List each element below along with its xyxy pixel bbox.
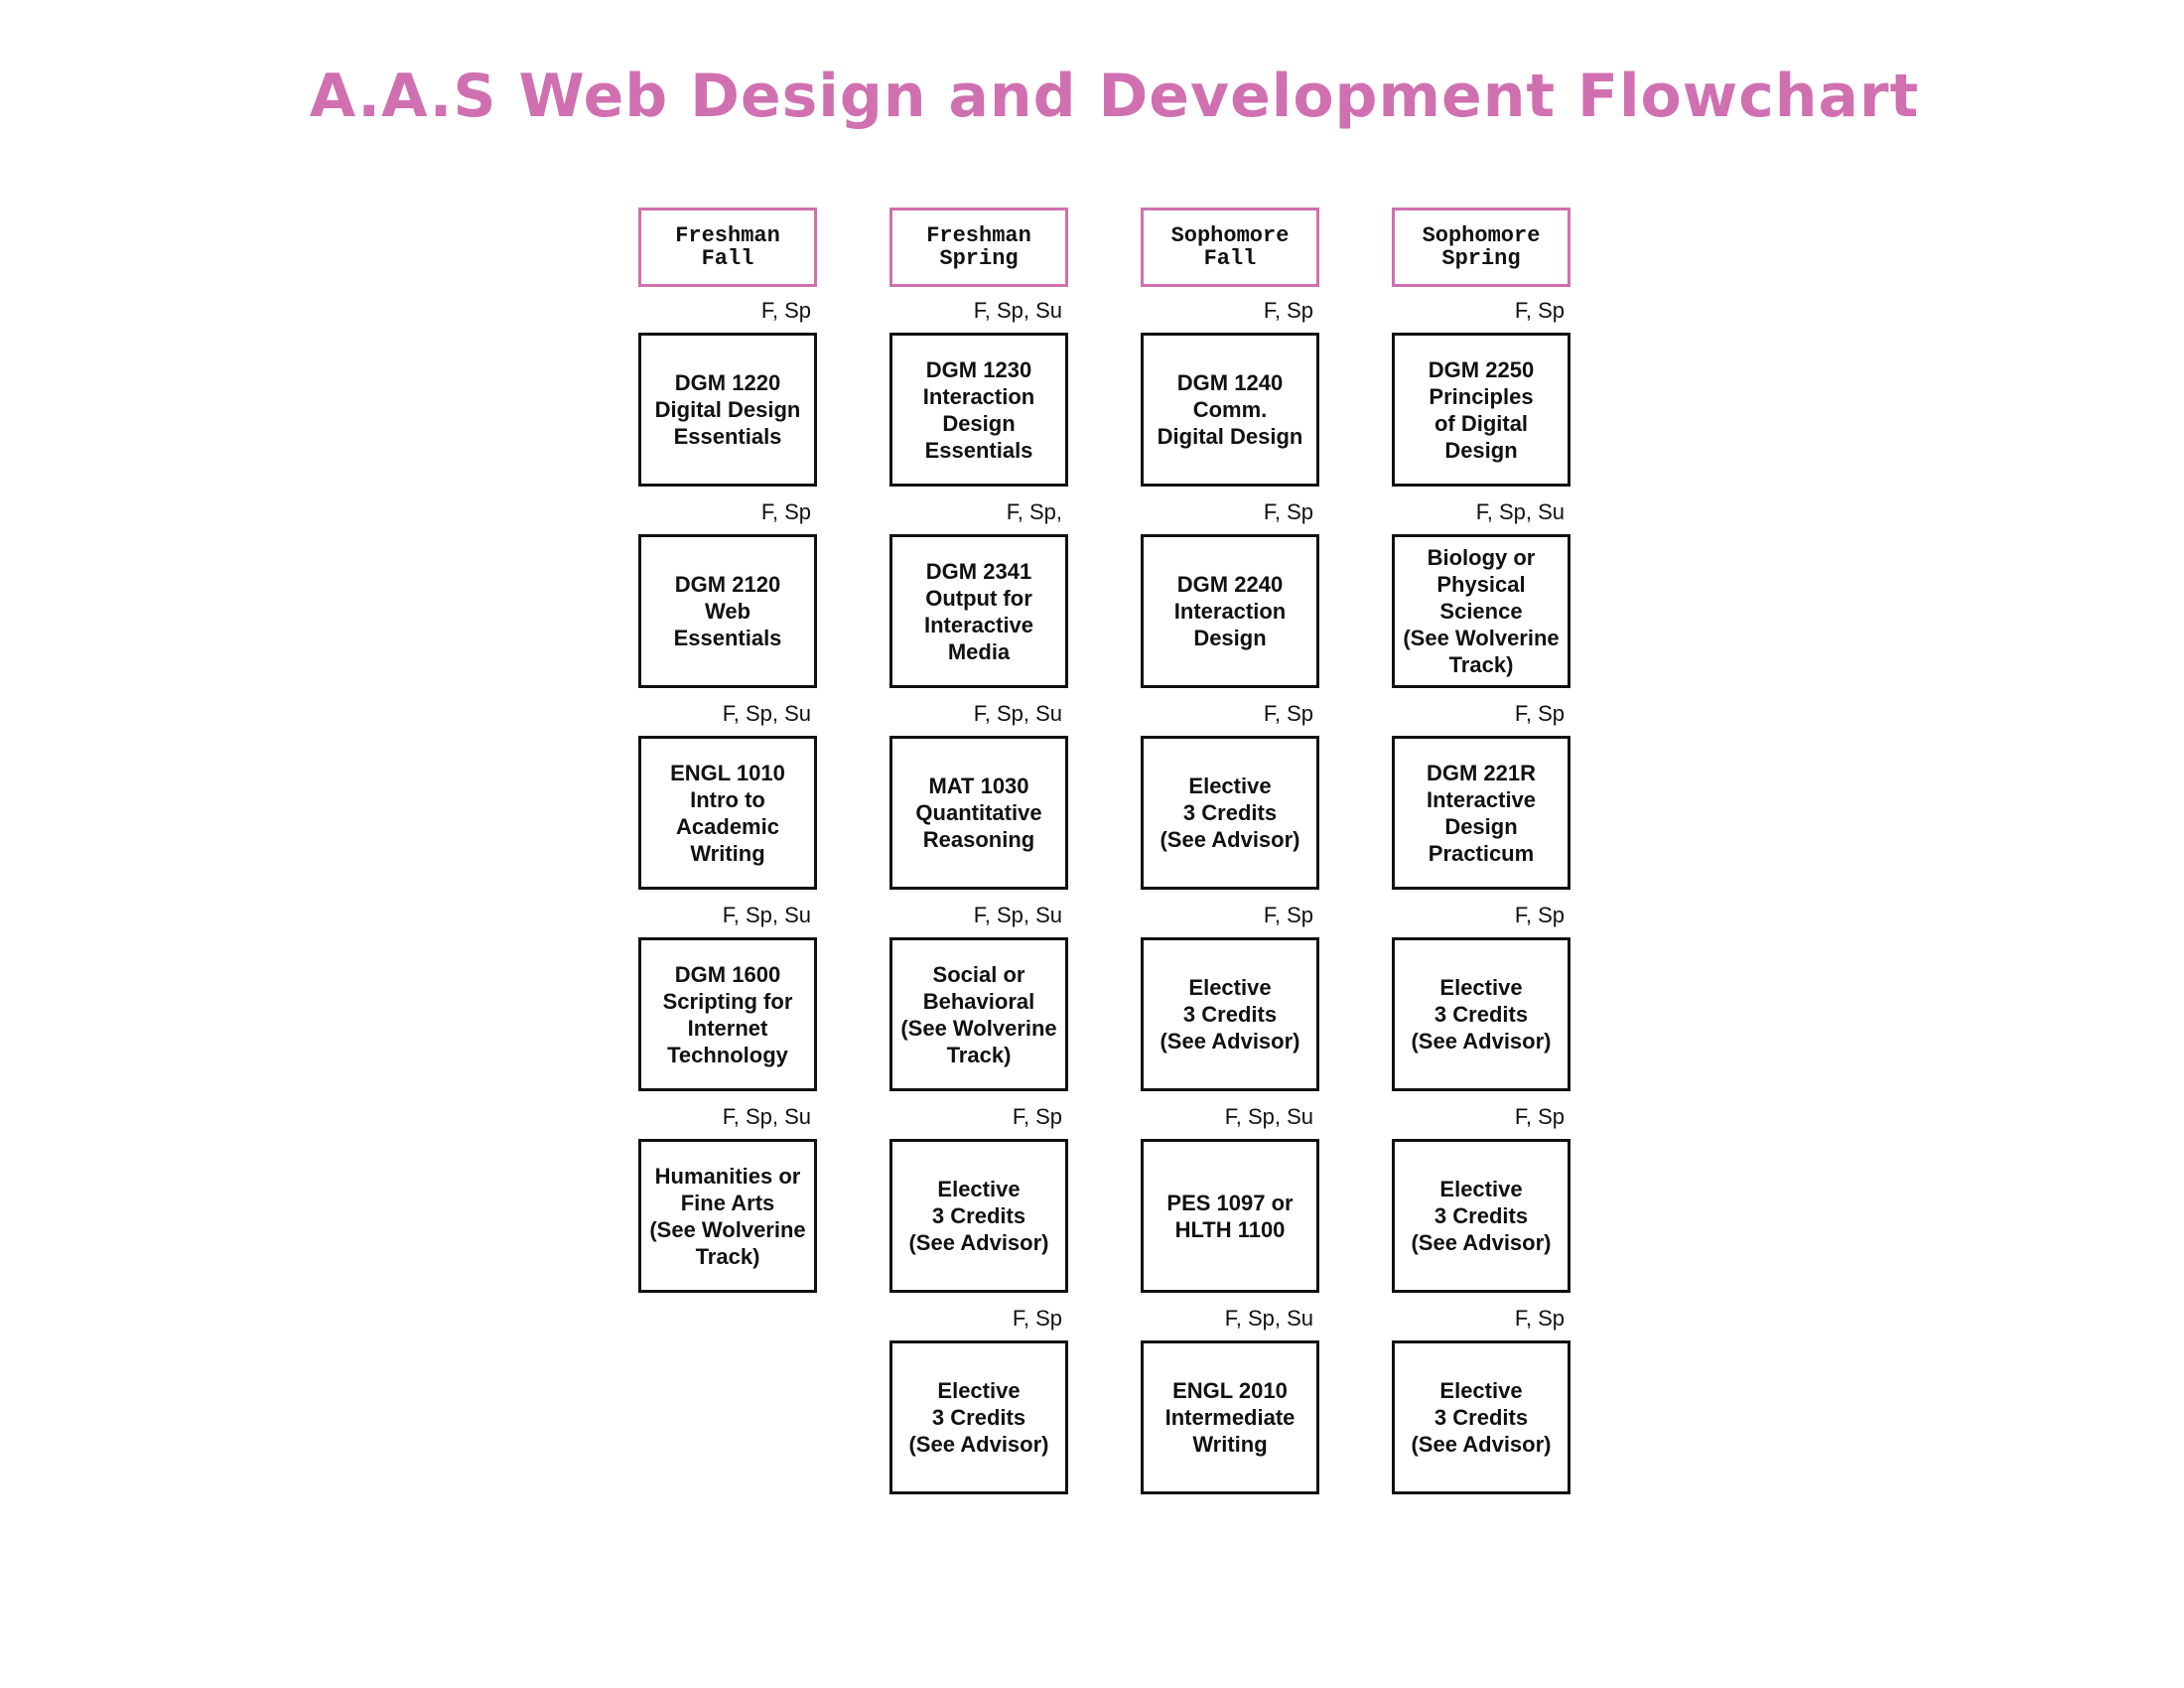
course-box: Elective 3 Credits (See Advisor)	[1392, 1340, 1570, 1494]
terms-offered-label: F, Sp, Su	[722, 903, 811, 927]
course-box: DGM 221R Interactive Design Practicum	[1392, 736, 1570, 890]
terms-offered-label: F, Sp, Su	[973, 903, 1062, 927]
terms-offered-label: F, Sp, Su	[722, 1104, 811, 1129]
course-box: Humanities or Fine Arts (See Wolverine T…	[638, 1139, 817, 1293]
terms-offered-label: F, Sp	[1012, 1306, 1062, 1331]
course-box: Elective 3 Credits (See Advisor)	[889, 1340, 1068, 1494]
terms-offered-label: F, Sp, Su	[1224, 1306, 1313, 1331]
terms-offered-label: F, Sp	[1012, 1104, 1062, 1129]
terms-offered-label: F, Sp	[1263, 298, 1313, 323]
terms-offered-label: F, Sp	[1263, 701, 1313, 726]
terms-offered-label: F, Sp	[1514, 701, 1565, 726]
course-box: DGM 2250 Principles of Digital Design	[1392, 333, 1570, 487]
course-box: PES 1097 or HLTH 1100	[1141, 1139, 1319, 1293]
course-box: DGM 1240 Comm. Digital Design	[1141, 333, 1319, 487]
semester-header: Sophomore Fall	[1141, 208, 1319, 287]
course-box: Elective 3 Credits (See Advisor)	[1392, 937, 1570, 1091]
course-box: Biology or Physical Science (See Wolveri…	[1392, 534, 1570, 688]
terms-offered-label: F, Sp, Su	[973, 298, 1062, 323]
terms-offered-label: F, Sp, Su	[973, 701, 1062, 726]
course-box: Elective 3 Credits (See Advisor)	[1392, 1139, 1570, 1293]
terms-offered-label: F, Sp, Su	[1224, 1104, 1313, 1129]
course-box: Social or Behavioral (See Wolverine Trac…	[889, 937, 1068, 1091]
course-box: Elective 3 Credits (See Advisor)	[889, 1139, 1068, 1293]
terms-offered-label: F, Sp,	[1006, 499, 1062, 524]
terms-offered-label: F, Sp	[760, 499, 811, 524]
terms-offered-label: F, Sp, Su	[1475, 499, 1565, 524]
terms-offered-label: F, Sp	[1263, 903, 1313, 927]
page-title: A.A.S Web Design and Development Flowcha…	[309, 62, 1920, 131]
semester-header: Freshman Fall	[638, 208, 817, 287]
course-box: Elective 3 Credits (See Advisor)	[1141, 937, 1319, 1091]
terms-offered-label: F, Sp	[1514, 903, 1565, 927]
course-box: DGM 2240 Interaction Design	[1141, 534, 1319, 688]
course-box: MAT 1030 Quantitative Reasoning	[889, 736, 1068, 890]
terms-offered-label: F, Sp, Su	[722, 701, 811, 726]
terms-offered-label: F, Sp	[760, 298, 811, 323]
semester-header: Freshman Spring	[889, 208, 1068, 287]
course-box: DGM 1230 Interaction Design Essentials	[889, 333, 1068, 487]
terms-offered-label: F, Sp	[1263, 499, 1313, 524]
course-box: DGM 2341 Output for Interactive Media	[889, 534, 1068, 688]
course-box: Elective 3 Credits (See Advisor)	[1141, 736, 1319, 890]
terms-offered-label: F, Sp	[1514, 1306, 1565, 1331]
course-box: DGM 1600 Scripting for Internet Technolo…	[638, 937, 817, 1091]
course-box: ENGL 1010 Intro to Academic Writing	[638, 736, 817, 890]
terms-offered-label: F, Sp	[1514, 298, 1565, 323]
course-box: ENGL 2010 Intermediate Writing	[1141, 1340, 1319, 1494]
course-box: DGM 1220 Digital Design Essentials	[638, 333, 817, 487]
semester-header: Sophomore Spring	[1392, 208, 1570, 287]
course-box: DGM 2120 Web Essentials	[638, 534, 817, 688]
terms-offered-label: F, Sp	[1514, 1104, 1565, 1129]
